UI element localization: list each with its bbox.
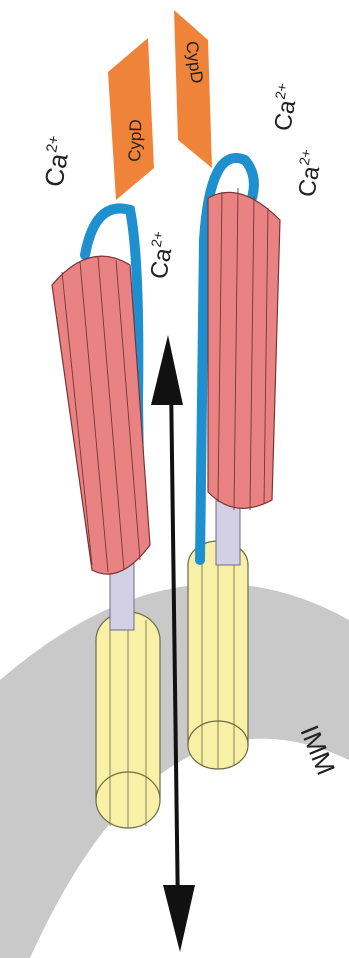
cypd-left-label: CypD: [125, 119, 145, 162]
ca-center-symbol: Ca: [145, 245, 177, 281]
ca-label-left: Ca2+: [37, 134, 76, 189]
cypd-left-shape: [108, 38, 154, 200]
cypd-right: CypD: [174, 10, 212, 168]
svg-text:Ca2+: Ca2+: [142, 230, 180, 281]
ca-left-symbol: Ca: [38, 151, 73, 189]
ca-label-right-top: Ca2+: [266, 82, 304, 133]
cypd-left: CypD: [108, 38, 154, 200]
ca-right-top-charge: 2+: [272, 82, 291, 101]
arrow-head-bottom: [163, 885, 195, 952]
ca-right-bottom-charge: 2+: [296, 148, 315, 167]
ca-label-center: Ca2+: [142, 230, 180, 281]
right-f1-head: [208, 188, 280, 510]
ca-left-charge: 2+: [43, 134, 63, 154]
arrow-head-top: [151, 335, 183, 405]
ca-right-bottom-symbol: Ca: [293, 163, 325, 199]
right-fo-ring: [188, 541, 248, 769]
svg-text:Ca2+: Ca2+: [290, 148, 328, 199]
ca-center-charge: 2+: [148, 230, 167, 249]
cypd-right-shape: [174, 10, 212, 168]
ca-label-right-bottom: Ca2+: [290, 148, 328, 199]
svg-text:Ca2+: Ca2+: [266, 82, 304, 133]
svg-text:Ca2+: Ca2+: [37, 134, 76, 189]
ca-right-top-symbol: Ca: [269, 97, 301, 133]
left-fo-ring: [96, 612, 160, 828]
